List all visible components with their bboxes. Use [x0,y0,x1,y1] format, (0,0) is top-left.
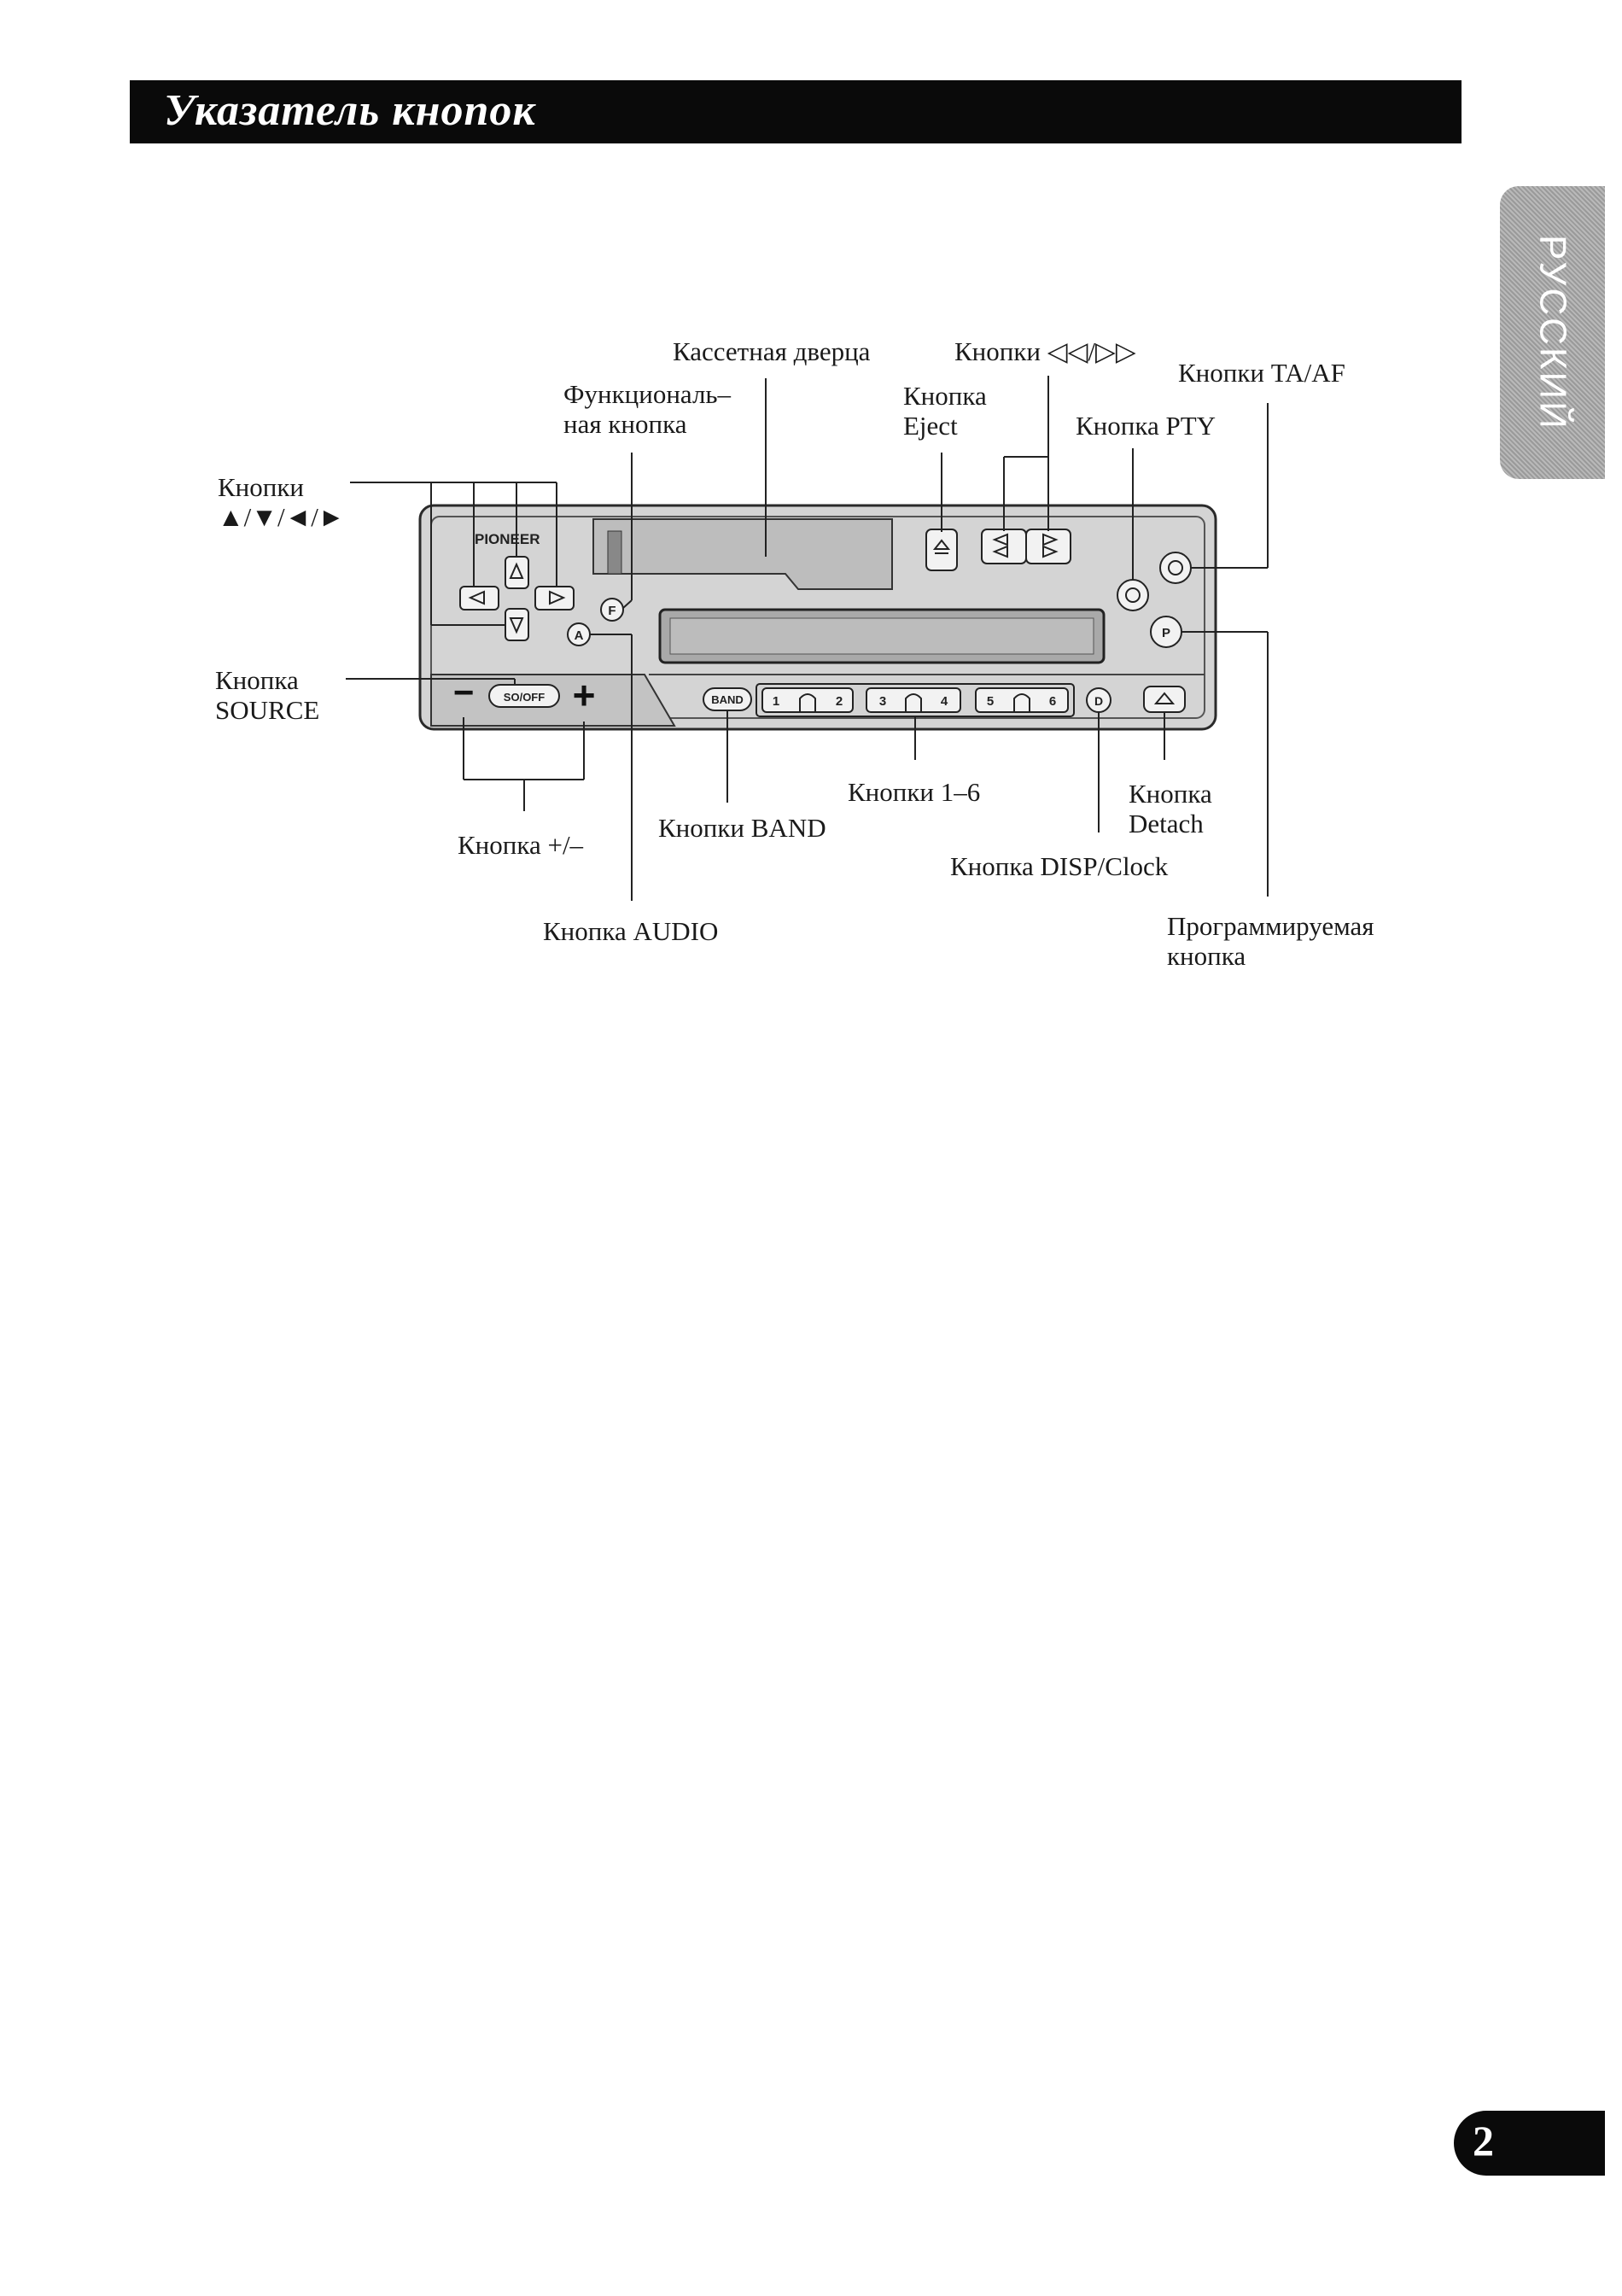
label-fwd-rev-buttons: Кнопки ◁◁/▷▷ [954,336,1136,366]
band-button[interactable]: BAND [703,687,752,711]
programmable-button[interactable]: P [1150,616,1182,648]
label-arrows-2: ▲/▼/◄/► [218,502,345,532]
preset-button-3-4[interactable]: 3 4 [866,687,961,713]
audio-button-label: A [575,628,584,643]
label-audio: Кнопка AUDIO [543,916,719,946]
label-function-2: ная кнопка [563,409,687,439]
preset-label-3: 3 [879,694,886,709]
audio-button[interactable]: A [567,622,591,646]
label-programmable-2: кнопка [1167,941,1246,971]
preset-label-6: 6 [1049,694,1056,709]
language-tab: РУССКИЙ [1500,186,1605,479]
plus-button[interactable]: + [573,673,596,717]
band-button-label: BAND [711,693,744,706]
arrow-down-button[interactable] [505,608,529,641]
title-bar: Указатель кнопок [130,80,1462,143]
page-number-badge: 2 [1454,2111,1605,2176]
label-detach-2: Detach [1129,809,1204,838]
label-pty: Кнопка PTY [1076,411,1216,441]
source-button[interactable]: SO/OFF [488,684,560,708]
source-button-label: SO/OFF [504,691,545,704]
button-index-diagram: PIONEER F A [346,376,1269,901]
disp-clock-button-label: D [1094,694,1103,708]
label-function-1: Функциональ– [563,379,732,409]
label-source-1: Кнопка [215,665,299,695]
label-source-2: SOURCE [215,695,320,725]
preset-buttons-group: 1 2 3 4 5 6 [756,683,1075,717]
brand-logo: PIONEER [475,531,540,547]
page-number: 2 [1473,2117,1494,2165]
page-title: Указатель кнопок [164,86,536,135]
label-eject-2: Eject [903,411,958,441]
leader-lines [346,376,1269,901]
function-button[interactable]: F [600,598,624,622]
fast-forward-button[interactable] [1025,529,1071,564]
label-band: Кнопки BAND [658,813,826,843]
preset-label-1: 1 [773,694,779,709]
arrow-right-button[interactable] [534,586,575,611]
label-plus-minus: Кнопка +/– [458,830,584,860]
preset-button-1-2[interactable]: 1 2 [761,687,854,713]
label-disp-clock: Кнопка DISP/Clock [950,851,1169,881]
ta-af-button[interactable] [1159,552,1192,584]
preset-label-5: 5 [987,694,994,709]
label-cassette-door: Кассетная дверца [673,336,871,366]
programmable-button-label: P [1162,626,1170,640]
pty-button[interactable] [1117,579,1149,611]
arrow-left-button[interactable] [459,586,499,611]
rewind-button[interactable] [981,529,1027,564]
arrow-up-button[interactable] [505,556,529,589]
label-eject-1: Кнопка [903,381,987,411]
label-presets: Кнопки 1–6 [848,777,981,807]
language-tab-label: РУССКИЙ [1532,234,1574,431]
eject-button[interactable] [925,529,958,571]
label-programmable-1: Программируемая [1167,911,1374,941]
preset-label-4: 4 [941,694,948,709]
preset-button-5-6[interactable]: 5 6 [975,687,1069,713]
preset-label-2: 2 [836,694,843,709]
function-button-label: F [608,604,616,618]
detach-button[interactable] [1143,686,1186,713]
disp-clock-button[interactable]: D [1086,687,1111,713]
label-ta-af: Кнопки TA/AF [1178,358,1345,388]
label-arrows-1: Кнопки [218,472,305,502]
label-detach-1: Кнопка [1129,779,1212,809]
